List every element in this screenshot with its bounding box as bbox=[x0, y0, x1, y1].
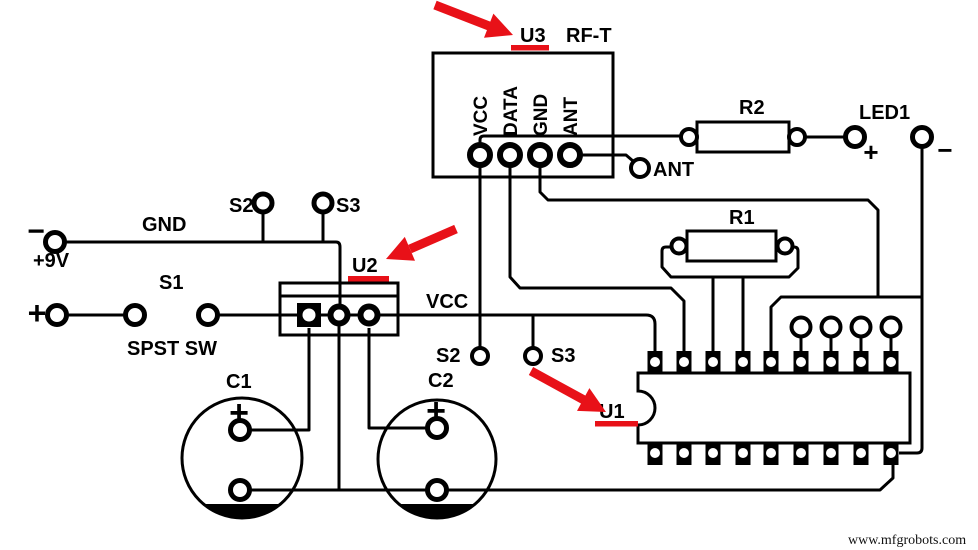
battery-minus-sign: − bbox=[27, 215, 45, 248]
c2-plus-terminal bbox=[425, 416, 449, 440]
led1-label: LED1 bbox=[859, 102, 910, 124]
led1-minus-sign: − bbox=[937, 135, 952, 165]
c1-plus-terminal bbox=[228, 418, 252, 442]
svg-text:DATA: DATA bbox=[501, 86, 522, 136]
r1-terminal-left bbox=[669, 236, 689, 256]
u3-name-label: RF-T bbox=[566, 25, 612, 47]
battery-plus-sign: + bbox=[28, 295, 47, 331]
r2-label: R2 bbox=[739, 97, 765, 119]
c2-minus-terminal bbox=[425, 478, 449, 502]
wire-u3data-to-u1 bbox=[508, 166, 686, 351]
c2-polarity-mark bbox=[398, 504, 476, 519]
wire-r1-drops bbox=[711, 277, 745, 351]
s3-top-label: S3 bbox=[336, 195, 360, 217]
u1-antenna-pads bbox=[789, 315, 903, 339]
wire-u2-pin3-to-c2 bbox=[367, 328, 427, 430]
c1-label: C1 bbox=[226, 371, 252, 393]
gnd-label: GND bbox=[142, 214, 186, 236]
svg-text:ANT: ANT bbox=[561, 97, 582, 136]
vcc-rail-label: VCC bbox=[426, 291, 468, 313]
battery-minus-terminal bbox=[43, 230, 67, 254]
r1-body bbox=[685, 229, 778, 263]
s2-bottom-label: S2 bbox=[436, 345, 460, 367]
u1-pointer-arrow bbox=[528, 367, 606, 412]
wire-battery-minus-gnd bbox=[64, 240, 342, 306]
c1-plus-sign: + bbox=[229, 394, 249, 432]
s2-top-label: S2 bbox=[229, 195, 253, 217]
s1-terminal-left bbox=[123, 303, 147, 327]
r1-label: R1 bbox=[729, 207, 755, 229]
c1-body bbox=[180, 396, 304, 520]
wire-ground-bus bbox=[249, 465, 895, 492]
s2-bottom-terminal bbox=[470, 346, 490, 366]
s1-type-label: SPST SW bbox=[127, 338, 217, 360]
u1-red-underline bbox=[595, 421, 638, 427]
u1-bottom-pads bbox=[647, 443, 899, 465]
r2-terminal-left bbox=[679, 127, 699, 147]
s3-bottom-label: S3 bbox=[551, 345, 575, 367]
c2-plus-sign: + bbox=[426, 392, 446, 430]
svg-text:GND: GND bbox=[531, 94, 552, 136]
watermark: www.mfgrobots.com bbox=[848, 533, 966, 548]
u3-red-underline bbox=[511, 45, 549, 51]
wire-led-cathode-down bbox=[899, 147, 924, 455]
led1-cathode-terminal bbox=[910, 125, 934, 149]
u2-pointer-arrow bbox=[386, 224, 458, 261]
u1-top-pads bbox=[647, 351, 899, 373]
u2-label: U2 bbox=[352, 255, 378, 277]
led1-plus-sign: + bbox=[863, 137, 878, 167]
c2-label: C2 bbox=[428, 370, 454, 392]
u3-pointer-arrow bbox=[433, 0, 513, 38]
battery-plus-terminal bbox=[45, 303, 69, 327]
wire-u3gnd-loop bbox=[538, 166, 880, 297]
r2-terminal-right bbox=[787, 127, 807, 147]
s2-top-terminal bbox=[251, 191, 275, 215]
wire-u2-pin1-to-c1 bbox=[250, 328, 311, 432]
c1-minus-terminal bbox=[228, 478, 252, 502]
u2-pins bbox=[297, 303, 381, 327]
r2-body bbox=[695, 120, 791, 154]
wire-u3vcc-to-r2 bbox=[478, 134, 681, 144]
battery-voltage-label: +9V bbox=[33, 250, 70, 272]
wire-u3ant-to-ant-pad bbox=[582, 153, 634, 163]
u3-ref-label: U3 bbox=[520, 25, 546, 47]
led1-anode-terminal bbox=[843, 125, 867, 149]
s1-terminal-right bbox=[196, 303, 220, 327]
wire-u1-top-stubs bbox=[799, 336, 893, 352]
wire-r1-loop bbox=[660, 245, 800, 279]
u3-pin-labels: VCC DATA GND ANT bbox=[471, 86, 582, 136]
u3-pins bbox=[467, 142, 583, 168]
s3-bottom-terminal bbox=[523, 346, 543, 366]
c1-polarity-mark bbox=[203, 504, 281, 518]
s1-label: S1 bbox=[159, 272, 183, 294]
r1-terminal-right bbox=[775, 236, 795, 256]
u2-red-underline bbox=[348, 276, 389, 282]
u1-body bbox=[636, 371, 912, 445]
wire-vcc-rail bbox=[218, 313, 657, 351]
wire-gnd-to-u1-pin5 bbox=[769, 295, 922, 351]
u3-module-outline bbox=[431, 51, 615, 179]
svg-text:VCC: VCC bbox=[471, 96, 492, 136]
s3-top-terminal bbox=[311, 191, 335, 215]
ant-terminal bbox=[629, 157, 651, 179]
u1-label: U1 bbox=[599, 401, 625, 423]
ant-pad-label: ANT bbox=[653, 159, 694, 181]
